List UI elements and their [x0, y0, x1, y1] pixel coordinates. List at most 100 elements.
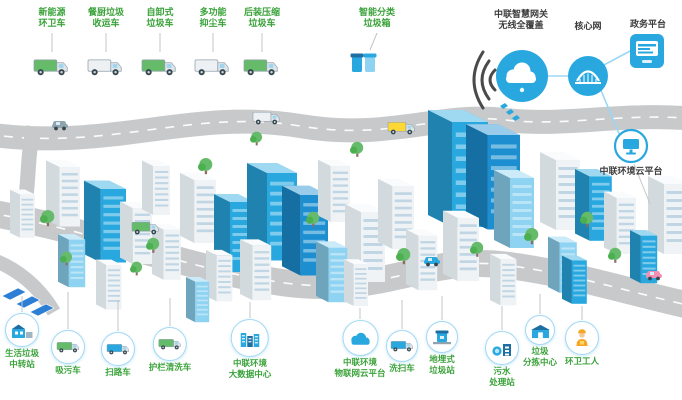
text-line: 生活垃圾	[4, 349, 40, 359]
callout-underground-garbage-station: 地埋式 垃圾站	[426, 321, 458, 376]
wifi-signal-icon	[472, 50, 497, 110]
iot-cloud-platform-icon	[351, 332, 370, 345]
callout-label: 洗扫车	[389, 364, 415, 375]
callout-waste-transfer-station: 生活垃圾 中转站	[4, 313, 39, 370]
text-line: 护栏清洗车	[148, 363, 192, 373]
text-line: 垃圾车	[248, 19, 276, 29]
callout-label: 环卫工人	[565, 357, 599, 368]
callout-sanitation-worker: 环卫工人	[564, 321, 599, 368]
label-smart-gateway: 中联智慧网关 无线全覆盖	[494, 10, 548, 32]
text-line: 物联网云平台	[334, 368, 386, 379]
callout-sewage-treatment-station: 污水 处理站	[485, 331, 519, 388]
callout-circle	[230, 319, 269, 357]
compression-garbage-truck-icon	[243, 59, 278, 76]
text-line: 餐厨垃圾	[87, 8, 125, 18]
text-line: 吸污车	[55, 366, 81, 376]
text-line: 核心网	[574, 22, 602, 32]
text-line: 扫路车	[105, 368, 131, 378]
label-dump-garbage-truck: 自卸式 垃圾车	[146, 8, 173, 30]
callout-circle	[524, 315, 555, 345]
callout-label: 中联环境 大数据中心	[229, 359, 272, 380]
sewage-treatment-station-icon	[492, 343, 511, 356]
callout-circle	[485, 331, 519, 365]
text-line: 中联智慧网关	[493, 10, 549, 20]
connector-lines	[548, 49, 651, 205]
callout-circle	[386, 330, 418, 362]
text-line: 收运车	[92, 19, 120, 29]
callout-wash-sweep-truck: 洗扫车	[386, 330, 418, 375]
callout-label: 地埋式 垃圾站	[429, 355, 455, 376]
text-line: 地埋式	[429, 355, 455, 365]
callout-road-sweeper-truck: 扫路车	[101, 332, 135, 379]
text-line: 污水	[493, 367, 511, 377]
callout-garbage-sorting-center: 垃圾 分拣中心	[523, 315, 557, 368]
callout-circle	[101, 332, 135, 366]
callout-circle	[51, 330, 85, 364]
guardrail-washing-truck-icon	[158, 338, 182, 350]
callout-label: 垃圾 分拣中心	[523, 347, 557, 368]
signal-receiver-icons	[500, 103, 520, 121]
label-core-network: 核心网	[574, 22, 601, 33]
label-kitchen-waste-truck: 餐厨垃圾 收运车	[88, 8, 124, 30]
text-line: 无线全覆盖	[498, 21, 544, 31]
wash-sweep-truck-icon	[390, 340, 414, 352]
callout-label: 中联环境 物联网云平台	[334, 358, 385, 379]
road-sweeper-truck-icon	[106, 343, 130, 355]
smart-bin-icon	[350, 53, 377, 72]
dust-suppression-truck-icon	[194, 59, 229, 76]
callout-label: 污水 处理站	[489, 367, 515, 388]
callout-circle	[4, 313, 39, 347]
label-dust-suppression-truck: 多功能 抑尘车	[199, 8, 226, 30]
env-cloud-platform-icon	[613, 128, 649, 164]
callout-circle	[341, 320, 378, 356]
leader-lines	[21, 32, 583, 331]
callout-circle	[426, 321, 458, 353]
label-new-energy-sanitation-vehicle: 新能源 环卫车	[38, 8, 65, 30]
callout-label: 扫路车	[105, 368, 131, 379]
callout-guardrail-washing-truck: 护栏清洗车	[149, 327, 192, 374]
text-line: 中联环境云平台	[599, 167, 663, 177]
text-line: 垃圾箱	[363, 19, 391, 29]
callout-suction-truck: 吸污车	[51, 330, 85, 377]
gateway-cloud-icon	[496, 50, 548, 102]
callout-circle	[152, 327, 187, 361]
callout-label: 吸污车	[55, 366, 81, 377]
text-line: 中联环境	[342, 358, 378, 368]
callout-circle	[564, 321, 599, 355]
core-network-icon	[568, 56, 608, 96]
text-line: 大数据中心	[228, 369, 272, 380]
suction-truck-icon	[56, 341, 80, 353]
text-line: 环卫车	[38, 19, 66, 29]
dump-garbage-truck-icon	[141, 59, 176, 76]
text-line: 自卸式	[146, 8, 174, 18]
transfer-station-icon	[11, 324, 33, 338]
label-env-cloud-platform: 中联环境云平台	[599, 167, 662, 178]
text-line: 垃圾车	[146, 19, 174, 29]
text-line: 多功能	[199, 8, 227, 18]
gov-platform-icon	[630, 34, 664, 68]
callout-label: 护栏清洗车	[149, 363, 192, 374]
callout-iot-cloud-platform: 中联环境 物联网云平台	[334, 320, 386, 379]
callout-label: 生活垃圾 中转站	[5, 349, 39, 370]
label-gov-platform: 政务平台	[630, 20, 666, 31]
garbage-sorting-center-icon	[530, 324, 550, 338]
text-line: 抑尘车	[199, 19, 227, 29]
text-line: 垃圾站	[429, 365, 455, 376]
text-line: 垃圾	[531, 347, 549, 357]
underground-garbage-station-icon	[433, 330, 451, 345]
text-line: 新能源	[38, 8, 66, 18]
text-line: 环卫工人	[564, 357, 600, 367]
text-line: 中联环境	[232, 359, 268, 369]
text-line: 分拣中心	[522, 357, 558, 368]
text-line: 政务平台	[629, 20, 667, 30]
label-compression-garbage-truck: 后装压缩 垃圾车	[244, 8, 280, 30]
text-line: 洗扫车	[389, 364, 415, 374]
label-smart-sorting-bin: 智能分类 垃圾箱	[359, 8, 395, 30]
text-line: 中转站	[9, 359, 35, 370]
text-line: 智能分类	[358, 8, 396, 18]
text-line: 后装压缩	[243, 8, 281, 18]
callout-big-data-center: 中联环境 大数据中心	[229, 319, 272, 380]
solar-panels	[1, 287, 55, 317]
